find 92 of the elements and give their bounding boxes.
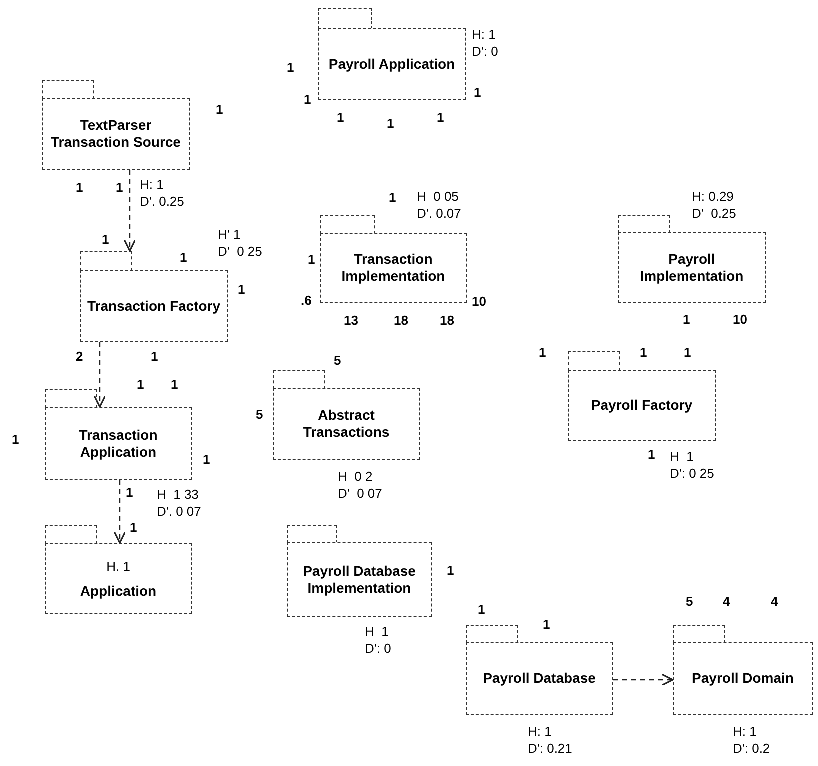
package-name: Payroll Database [483, 670, 596, 687]
metric-label: H 1 [670, 448, 695, 465]
multiplicity-label: 1 [474, 85, 482, 100]
package-name: TextParser Transaction Source [50, 117, 182, 151]
package-name: Transaction Application [78, 426, 159, 460]
dependency-arrow [613, 674, 674, 686]
metric-label: H 1 33 [157, 486, 200, 503]
multiplicity-label: 1 [102, 232, 110, 247]
metric-label: D'. 0.07 [417, 205, 462, 222]
metric-label: D' 0 25 [218, 243, 262, 260]
metric-label: H: 1 [140, 176, 165, 193]
metric-label: H 0 05 [417, 188, 460, 205]
multiplicity-label: 1 [116, 180, 124, 195]
multiplicity-label: 1 [308, 252, 316, 267]
package-name: Payroll Application [328, 56, 456, 72]
package-box [42, 98, 190, 170]
multiplicity-label: 5 [256, 407, 264, 422]
metric-label: H: 1 [528, 723, 553, 740]
package-box [618, 232, 766, 303]
multiplicity-label: 1 [76, 180, 84, 195]
multiplicity-label: 18 [394, 313, 408, 328]
package-name: Abstract Transactions [302, 407, 391, 441]
multiplicity-label: 5 [686, 594, 694, 609]
package-name: Payroll Implementation [639, 250, 745, 284]
dependency-arrow [114, 480, 126, 544]
package-name: Transaction Implementation [340, 251, 446, 285]
metric-label: D': 0.2 [733, 740, 770, 757]
multiplicity-label: 1 [151, 349, 158, 364]
multiplicity-label: 1 [180, 250, 188, 265]
metric-label: H 1 [365, 623, 390, 640]
package-name: Application [80, 582, 157, 600]
multiplicity-label: 4 [723, 594, 730, 609]
package-name: Payroll Database Implementation [302, 562, 417, 596]
multiplicity-label: 1 [126, 485, 134, 500]
metric-label: H 0 2 [338, 468, 374, 485]
multiplicity-label: 1 [683, 312, 690, 327]
multiplicity-label: 18 [440, 313, 454, 328]
multiplicity-label: 5 [334, 353, 342, 368]
package-box [673, 642, 813, 715]
dependency-arrow [94, 342, 106, 408]
package-name: Transaction Factory [87, 298, 221, 314]
multiplicity-label: 1 [640, 345, 648, 360]
metric-label: D' 0 07 [338, 485, 382, 502]
multiplicity-label: 1 [437, 110, 444, 125]
multiplicity-label: 1 [648, 447, 656, 462]
multiplicity-label: 2 [76, 349, 84, 364]
metric-label: D': 0.21 [528, 740, 572, 757]
multiplicity-label: 1 [304, 92, 312, 107]
metric-label: D': 0 25 [670, 465, 714, 482]
metric-label: D'. 0.25 [140, 193, 184, 210]
metric-label: D': 0 [365, 640, 392, 657]
package-box [320, 233, 467, 303]
multiplicity-label: 1 [543, 617, 550, 632]
package-name: Payroll Domain [692, 670, 794, 687]
multiplicity-label: 1 [447, 563, 454, 578]
multiplicity-label: 1 [203, 452, 210, 467]
multiplicity-label: 4 [771, 594, 778, 609]
metric-label: D'. 0 07 [157, 503, 202, 520]
package-box [318, 28, 466, 100]
package-box [287, 542, 432, 617]
package-box [45, 407, 192, 480]
multiplicity-label: 10 [472, 294, 486, 309]
multiplicity-label: 10 [733, 312, 748, 327]
metric-label: H: 0.29 [692, 188, 735, 205]
package-box [466, 642, 613, 715]
multiplicity-label: 1 [684, 345, 692, 360]
metric-label: H: 1 [733, 723, 758, 740]
package-name: Payroll Factory [591, 397, 693, 414]
package-box [568, 370, 716, 441]
multiplicity-label: 1 [337, 110, 344, 125]
multiplicity-label: 1 [137, 377, 144, 392]
multiplicity-label: 1 [287, 60, 294, 75]
package-box [45, 543, 192, 614]
multiplicity-label: 1 [130, 520, 138, 535]
dependency-arrow [124, 170, 136, 252]
multiplicity-label: 1 [171, 377, 178, 392]
multiplicity-label: 1 [387, 116, 394, 131]
multiplicity-label: 1 [389, 190, 396, 205]
multiplicity-label: 1 [478, 602, 486, 617]
metric-label: D' 0.25 [692, 205, 736, 222]
multiplicity-label: 1 [238, 282, 246, 297]
metric-label: D': 0 [472, 43, 498, 60]
metric-label: H' 1 [218, 226, 242, 243]
multiplicity-label: .6 [301, 293, 312, 308]
multiplicity-label: 1 [539, 345, 546, 360]
multiplicity-label: 1 [12, 432, 20, 447]
multiplicity-label: 1 [216, 102, 224, 117]
package-box [273, 388, 420, 460]
package-name: H. 1 [106, 558, 130, 574]
metric-label: H: 1 [472, 26, 497, 43]
package-box [80, 270, 228, 342]
multiplicity-label: 13 [344, 313, 358, 328]
